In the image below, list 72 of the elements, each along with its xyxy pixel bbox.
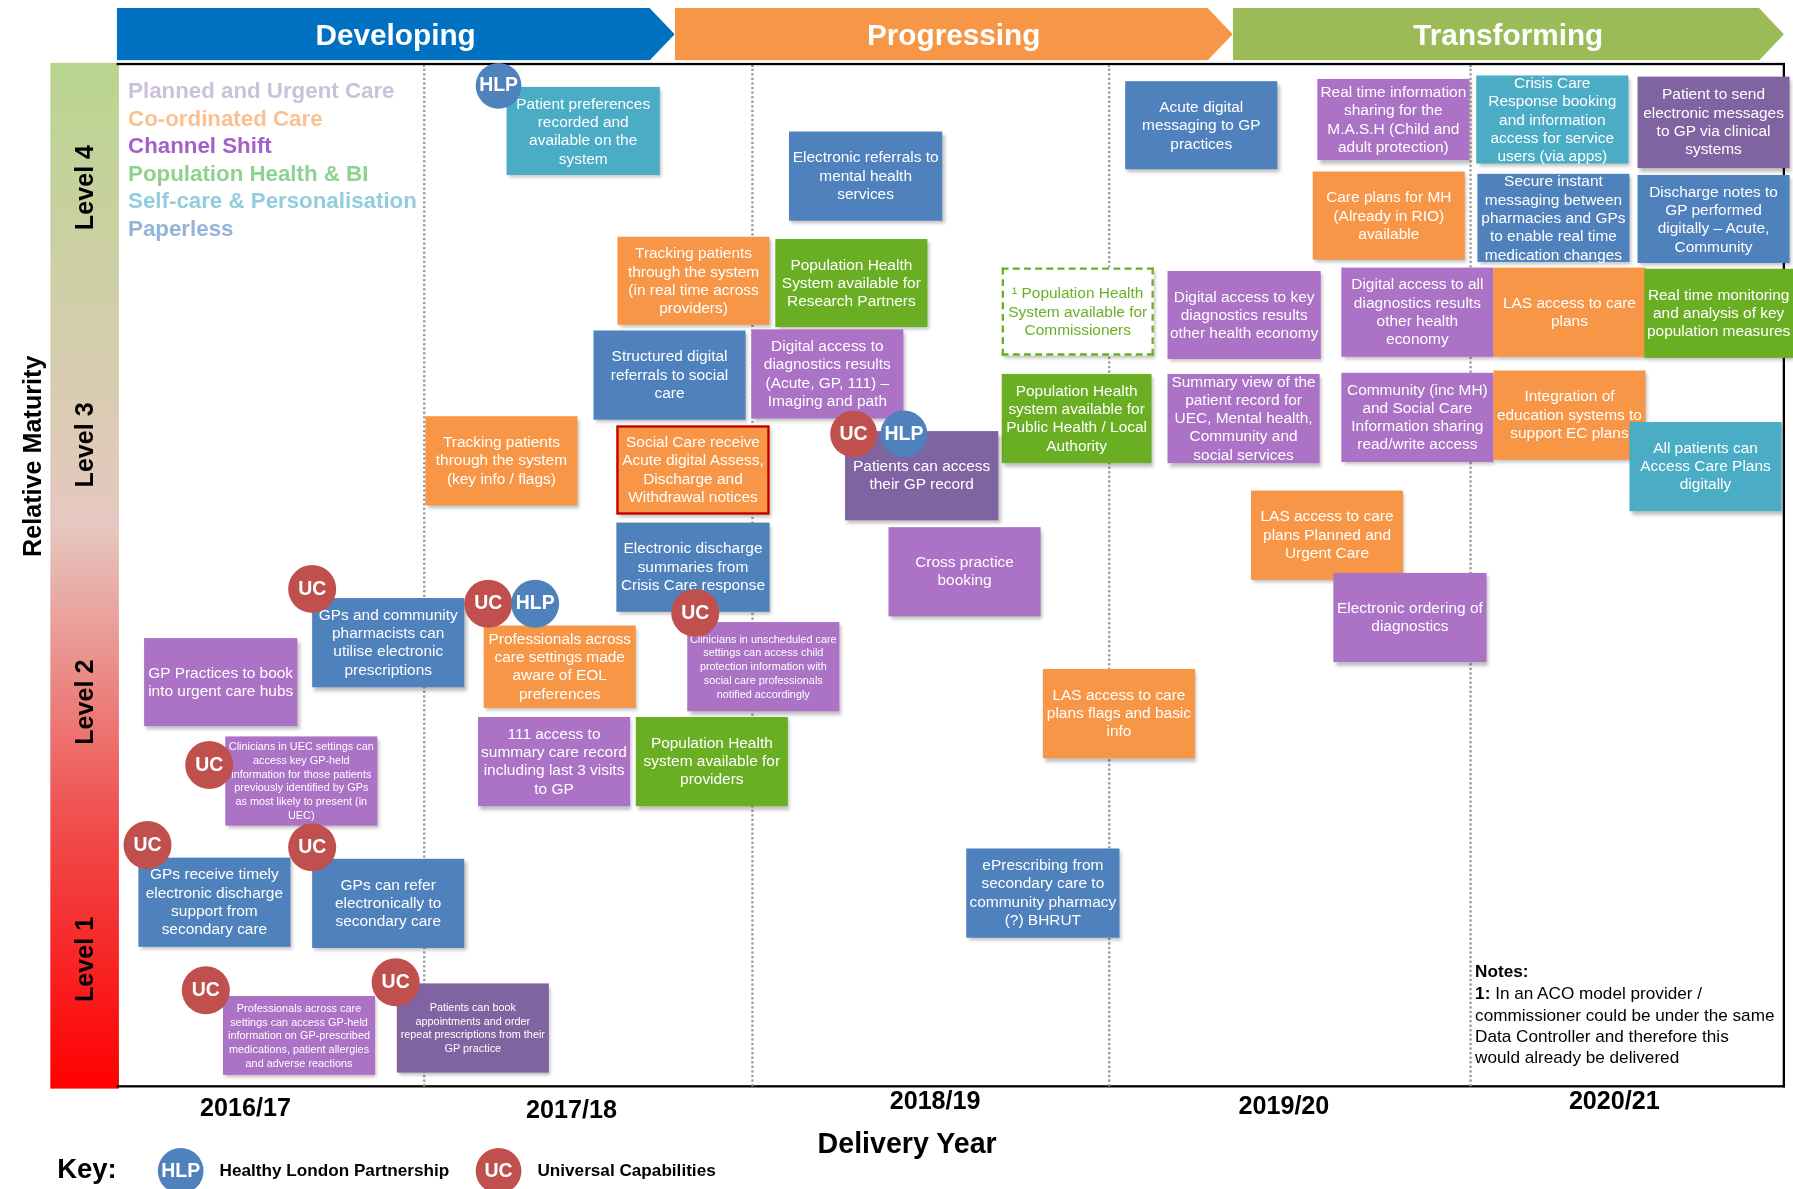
category-legend-text: Self-care & Personalisation bbox=[128, 187, 417, 214]
initiative-card: Digital access to key diagnostics results other health economy bbox=[1167, 271, 1321, 360]
initiative-card: Secure instant messaging between pharmacies and GPs to enable real time medication changes bbox=[1477, 173, 1630, 262]
initiative-card: Summary view of the patient record for UEC, Mental health, Community and social services bbox=[1167, 373, 1320, 464]
initiative-card: Discharge notes to GP performed digitally – Acute, Community bbox=[1637, 174, 1790, 263]
badge: UC bbox=[123, 821, 172, 870]
initiative-card: LAS access to care plans bbox=[1493, 267, 1646, 357]
phase-banner: Progressing bbox=[674, 8, 1233, 61]
year-label: 2017/18 bbox=[526, 1095, 617, 1126]
initiative-card: Population Health System available for Research Partners bbox=[775, 239, 928, 328]
initiative-card: Professionals across care settings made aware of EOL preferences bbox=[483, 625, 636, 708]
badge: UC bbox=[475, 1148, 522, 1189]
level-label: Level 2 bbox=[69, 658, 100, 747]
axis-title: Relative Maturity bbox=[18, 354, 48, 559]
initiative-card: Population Health system available for Public Health / Local Authority bbox=[1001, 373, 1152, 464]
category-legend-text: Planned and Urgent Care bbox=[128, 77, 395, 105]
key-text: Universal Capabilities bbox=[537, 1159, 716, 1179]
year-label: 2016/17 bbox=[200, 1093, 292, 1123]
initiative-card: Electronic ordering of diagnostics bbox=[1333, 572, 1487, 663]
initiative-card: Professionals across care settings can access GP-held information on GP-prescribed medications, patient allergies and adverse reactions bbox=[223, 996, 376, 1075]
initiative-card: Patient to send electronic messages to GP via clinical systems bbox=[1637, 76, 1790, 169]
initiative-card: Tracking patients through the system (in real time across providers) bbox=[617, 236, 770, 325]
badge: UC bbox=[464, 579, 513, 628]
year-label: 2018/19 bbox=[889, 1086, 981, 1117]
initiative-card: 111 access to summary care record including last 3 visits to GP bbox=[478, 716, 631, 807]
badge: HLP bbox=[511, 579, 560, 628]
initiative-card: Clinicians in UEC settings can access key GP-held information for those patients previously identified by GPs as most likely to present (in UEC) bbox=[225, 736, 378, 826]
level-label: Level 1 bbox=[69, 915, 100, 1005]
initiative-card: Social Care receive Acute digital Assess, Discharge and Withdrawal notices bbox=[616, 425, 770, 515]
initiative-card: Cross practice booking bbox=[888, 527, 1041, 617]
year-label: 2019/20 bbox=[1238, 1090, 1330, 1121]
initiative-card: Real time monitoring and analysis of key population measures bbox=[1644, 268, 1793, 358]
key-text: Healthy London Partnership bbox=[219, 1159, 450, 1179]
initiative-card: LAS access to care plans flags and basic info bbox=[1042, 668, 1195, 759]
level-label: Level 3 bbox=[69, 401, 100, 490]
initiative-card: Structured digital referrals to social care bbox=[593, 330, 746, 420]
category-legend-text: Co-ordinated Care bbox=[128, 105, 323, 132]
initiative-card: Tracking patients through the system (key info / flags) bbox=[425, 416, 578, 506]
initiative-card: Acute digital messaging to GP practices bbox=[1125, 81, 1278, 170]
initiative-card: Integration of education systems to support EC plans bbox=[1493, 370, 1646, 460]
initiative-card: ePrescribing from secondary care to community pharmacy (?) BHRUT bbox=[966, 848, 1120, 938]
category-legend-text: Population Health & BI bbox=[128, 160, 369, 187]
initiative-card: Electronic referrals to mental health services bbox=[789, 131, 943, 221]
key-heading: Key: bbox=[57, 1152, 117, 1185]
level-label: Level 4 bbox=[69, 143, 100, 233]
year-label: 2020/21 bbox=[1568, 1086, 1660, 1117]
phase-banner: Transforming bbox=[1232, 8, 1784, 61]
category-legend-text: Channel Shift bbox=[128, 132, 272, 159]
initiative-card: LAS access to care plans Planned and Urgent Care bbox=[1251, 490, 1404, 580]
badge: UC bbox=[288, 823, 337, 872]
initiative-card: Community (inc MH) and Social Care Information sharing read/write access bbox=[1341, 372, 1494, 462]
badge: UC bbox=[371, 958, 420, 1007]
badge: UC bbox=[181, 966, 230, 1015]
initiative-card: Digital access to all diagnostics results other health economy bbox=[1341, 267, 1494, 357]
initiative-card: Population Health system available for providers bbox=[635, 716, 788, 807]
initiative-card: Digital access to diagnostics results (Acute, GP, 111) – Imaging and path bbox=[751, 329, 904, 419]
initiative-card: Real time information sharing for the M.A.S.H (Child and adult protection) bbox=[1317, 78, 1470, 161]
initiative-card: Care plans for MH (Already in RIO) available bbox=[1312, 171, 1465, 260]
initiative-card: GPs receive timely electronic discharge support from secondary care bbox=[138, 857, 291, 947]
initiative-card: GP Practices to book into urgent care hubs bbox=[144, 638, 298, 727]
initiative-card: ¹ Population Health System available for Commissioners bbox=[1001, 267, 1154, 356]
initiative-card: Crisis Care Response booking and information access for service users (via apps) bbox=[1476, 75, 1629, 164]
category-legend-text: Paperless bbox=[128, 215, 234, 242]
initiative-card: All patients can Access Care Plans digitally bbox=[1629, 421, 1782, 512]
badge: HLP bbox=[157, 1148, 204, 1189]
initiative-card: GPs and community pharmacists can utilise electronic prescriptions bbox=[312, 598, 465, 688]
initiative-card: GPs can refer electronically to secondary care bbox=[312, 858, 465, 948]
initiative-card: Clinicians in unscheduled care settings can access child protection information with social care professionals notified accordingly bbox=[687, 622, 840, 712]
notes-text: 1: In an ACO model provider / commissioner could be under the same Data Controller and therefore this would already be delivered bbox=[1475, 983, 1775, 1069]
notes-heading: Notes: bbox=[1475, 960, 1530, 982]
phase-banner: Developing bbox=[116, 8, 675, 61]
axis-title: Delivery Year bbox=[817, 1126, 997, 1160]
